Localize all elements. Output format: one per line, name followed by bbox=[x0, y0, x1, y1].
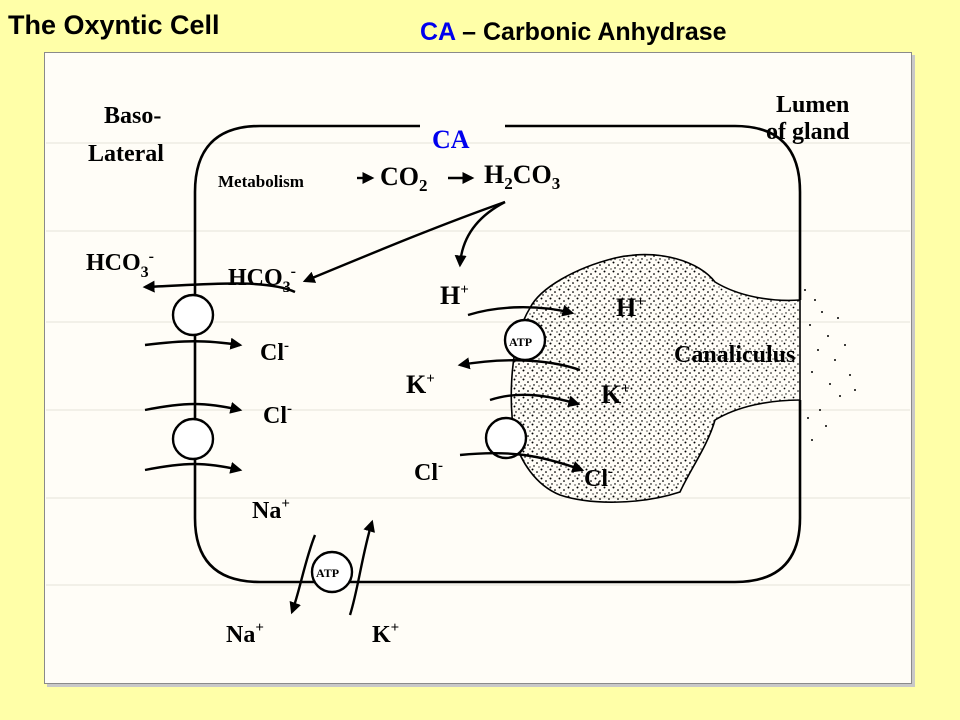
arrow-na-out bbox=[289, 534, 317, 615]
na-in-label: Na+ bbox=[252, 496, 290, 524]
arrow-k-in bbox=[457, 357, 581, 372]
arrow-h-out bbox=[467, 304, 575, 317]
k-cell-label: K+ bbox=[406, 370, 435, 399]
baso-label-1: Baso- bbox=[104, 103, 161, 129]
lumen-label-1: Lumen bbox=[776, 92, 849, 118]
arrow-na-in bbox=[144, 462, 243, 474]
ca-label: CA bbox=[432, 125, 470, 154]
basolateral-exchanger-2 bbox=[171, 417, 215, 461]
h-cell-label: H+ bbox=[440, 281, 469, 310]
basolateral-exchanger-1 bbox=[171, 293, 215, 337]
cell-membrane bbox=[193, 124, 802, 584]
cl-cell-label: Cl- bbox=[414, 458, 443, 486]
co2-label: CO2 bbox=[380, 162, 428, 195]
h-lumen-label: H+ bbox=[616, 293, 645, 322]
hco3-in-label: HCO3- bbox=[228, 263, 296, 296]
lumen-label-2: of gland bbox=[766, 119, 850, 145]
na-k-pump bbox=[310, 550, 354, 594]
k-lumen-label: K+ bbox=[601, 380, 630, 409]
metabolism-label: Metabolism bbox=[218, 172, 304, 191]
canaliculus-dense bbox=[511, 254, 715, 503]
flux-arrows bbox=[142, 172, 585, 616]
arrow-cl-in-2 bbox=[144, 402, 243, 414]
h2co3-label: H2CO3 bbox=[484, 160, 560, 193]
lumen-dots bbox=[804, 289, 856, 441]
apical-cl-channel bbox=[484, 416, 528, 460]
subtitle-rest: – Carbonic Anhydrase bbox=[455, 18, 727, 46]
transporters bbox=[171, 293, 547, 594]
cl-baso-2-label: Cl- bbox=[263, 401, 292, 429]
arrow-to-h bbox=[454, 200, 506, 268]
atp-baso-label: ATP bbox=[316, 566, 339, 580]
subtitle-abbrev: CA bbox=[420, 18, 456, 46]
atp-apical-label: ATP bbox=[509, 335, 532, 349]
k-out-label: K+ bbox=[372, 620, 399, 648]
arrow-cl-out bbox=[459, 451, 585, 473]
slide-subtitle: CA – Carbonic Anhydrase bbox=[420, 18, 727, 47]
arrow-to-hco3 bbox=[302, 200, 506, 283]
arrow-k-in-pump bbox=[348, 519, 375, 616]
slide-title: The Oxyntic Cell bbox=[8, 10, 220, 40]
arrow-hco3-out bbox=[142, 280, 296, 294]
arrow-k-back bbox=[489, 393, 581, 408]
na-out-label: Na+ bbox=[226, 620, 264, 648]
arrow-cl-in-1 bbox=[144, 337, 243, 350]
hco3-out-label: HCO3- bbox=[86, 248, 154, 281]
cl-lumen-label: Cl- bbox=[584, 464, 613, 492]
canaliculus-label: Canaliculus bbox=[674, 342, 795, 368]
cl-baso-1-label: Cl- bbox=[260, 338, 289, 366]
baso-label-2: Lateral bbox=[88, 141, 164, 167]
